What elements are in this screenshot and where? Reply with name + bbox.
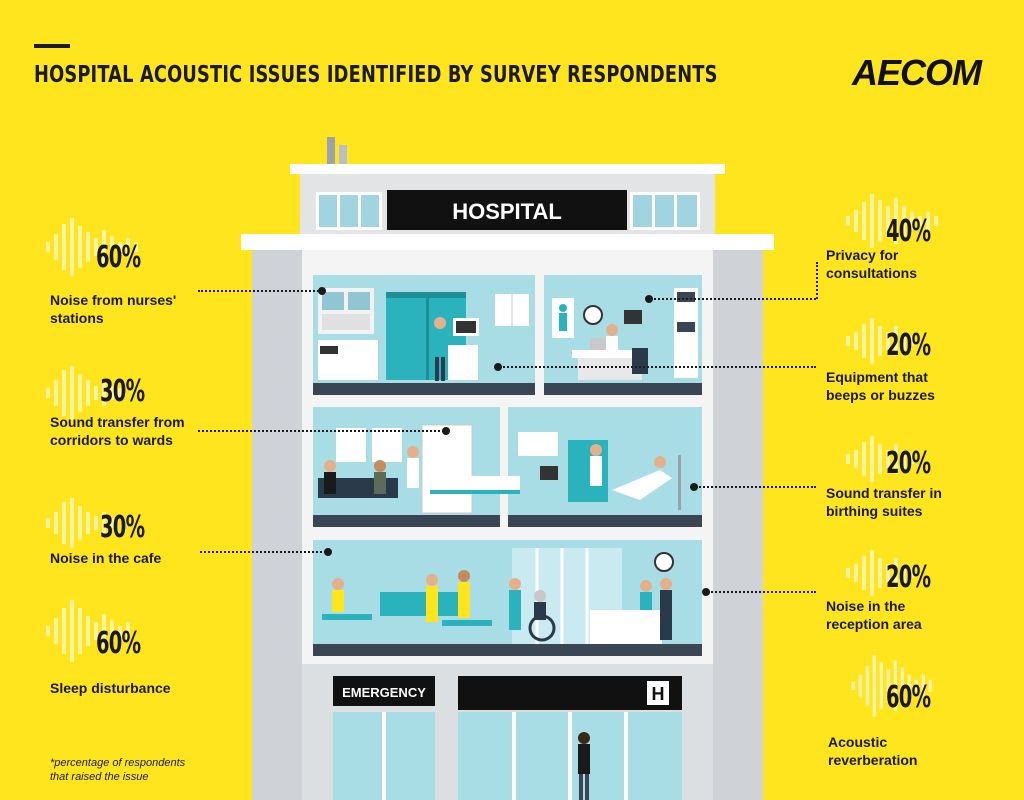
sound-wave-icon	[851, 655, 933, 717]
leader-corridors	[198, 430, 444, 432]
leader-dot-nurses-stations	[318, 287, 326, 295]
stat-percent: 40%	[886, 214, 931, 249]
sound-wave-icon	[46, 600, 130, 662]
leader-equipment	[500, 366, 816, 368]
stat-label-line2: corridors to wards	[50, 432, 173, 448]
leader-privacy	[650, 298, 816, 300]
stat-label-line1: Sound transfer in	[826, 485, 942, 501]
stat-label-line2: beeps or buzzes	[826, 387, 935, 403]
page-title: HOSPITAL ACOUSTIC ISSUES IDENTIFIED BY S…	[34, 62, 718, 88]
stat-label-line1: Noise from nurses'	[50, 292, 177, 308]
leader-birthing	[696, 486, 816, 488]
emergency-sign-text: EMERGENCY	[342, 685, 426, 700]
leader-privacy-vertical	[816, 262, 818, 299]
title-accent-bar	[34, 44, 70, 48]
stat-percent: 60%	[96, 240, 141, 275]
leader-dot-cafe	[324, 548, 332, 556]
leader-nurses-stations	[198, 290, 322, 292]
leader-dot-corridors	[442, 427, 450, 435]
stat-label-line1: Acoustic	[828, 734, 888, 750]
stat-percent: 30%	[100, 510, 145, 545]
stat-label-line2: stations	[50, 310, 104, 326]
leader-dot-birthing	[690, 483, 698, 491]
stat-percent: 60%	[96, 626, 141, 661]
stat-label-line1: Sound transfer from	[50, 414, 185, 430]
footnote-line1: *percentage of respondents	[50, 757, 186, 769]
leader-dot-privacy	[645, 295, 653, 303]
sound-wave-icon	[846, 318, 914, 364]
stat-label-line1: Sleep disturbance	[50, 680, 171, 696]
hospital-sign	[387, 190, 627, 230]
stat-percent: 20%	[886, 560, 931, 595]
stat-label-line1: Noise in the cafe	[50, 550, 162, 566]
sound-wave-icon	[846, 550, 914, 596]
footnote-line2: that raised the issue	[50, 771, 149, 783]
stat-percent: 20%	[886, 328, 931, 363]
hospital-sign-text: HOSPITAL	[452, 199, 562, 224]
stat-percent: 30%	[100, 374, 145, 409]
leader-dot-equipment	[494, 363, 502, 371]
stat-percent: 60%	[886, 680, 931, 715]
stat-label-line2: reverberation	[828, 752, 918, 768]
leader-dot-reception	[702, 588, 710, 596]
h-sign-text: H	[652, 684, 665, 704]
sound-wave-icon	[846, 194, 938, 248]
h-sign	[647, 681, 669, 705]
aecom-logo: AECOM	[852, 52, 982, 93]
stat-label-line1: Noise in the	[826, 598, 906, 614]
sound-wave-icon	[46, 498, 114, 548]
stat-label-line1: Equipment that	[826, 369, 928, 385]
stat-label-line1: Privacy for	[826, 247, 899, 263]
leader-reception	[708, 591, 816, 593]
stat-percent: 20%	[886, 446, 931, 481]
emergency-sign	[333, 676, 435, 706]
sound-wave-icon	[46, 218, 138, 276]
footnote: *percentage of respondents that raised t…	[50, 756, 185, 784]
stat-label-line2: birthing suites	[826, 503, 923, 519]
leader-cafe	[200, 551, 326, 553]
stat-label-line2: consultations	[826, 265, 918, 281]
sound-wave-icon	[846, 436, 914, 482]
sound-wave-icon	[46, 366, 122, 420]
stat-label-line2: reception area	[826, 616, 922, 632]
